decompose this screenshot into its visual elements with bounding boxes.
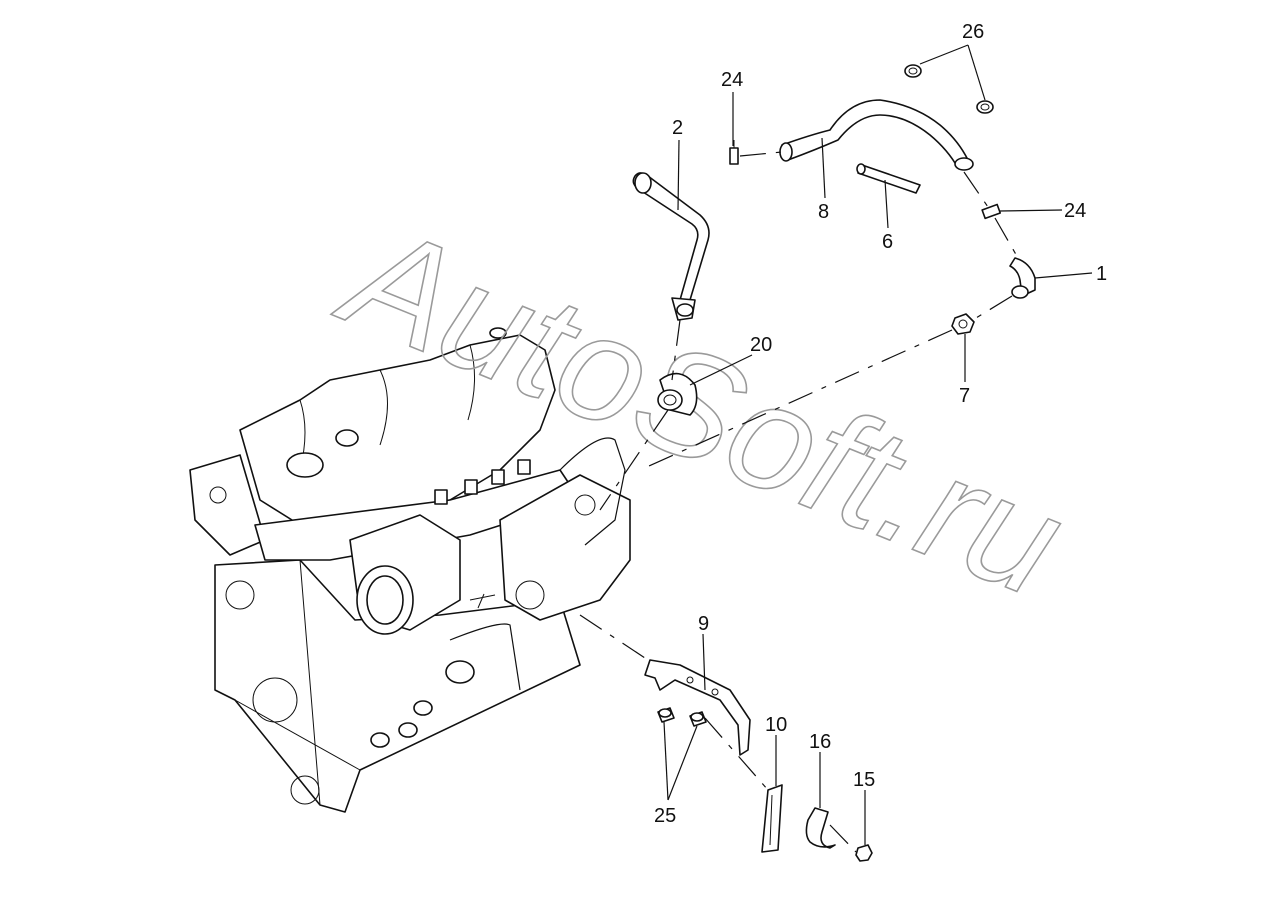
callout-1: 1 [1096,263,1107,285]
part-9-bracket [644,659,751,756]
callout-9: 9 [698,613,709,635]
engine-block [189,327,631,813]
callout-25: 25 [654,805,676,827]
part-24-clamp-upper [729,140,739,165]
part-20-banjo-fitting [657,372,698,416]
callout-24-upper: 24 [721,69,743,91]
part-25-bolts [657,707,707,727]
callout-8: 8 [818,201,829,223]
callout-20: 20 [750,334,772,356]
part-8-hose [779,99,974,171]
callout-16: 16 [809,731,831,753]
callout-labels: 1 2 6 7 8 9 10 15 16 20 24 24 25 26 [654,21,1107,827]
part-16-clip [805,807,836,849]
part-7-nut [951,313,975,335]
callout-2: 2 [672,117,683,139]
part-10-strap [761,784,783,853]
callout-24-lower: 24 [1064,200,1086,222]
callout-7: 7 [959,385,970,407]
part-24-clamp-lower [981,203,1002,220]
callout-15: 15 [853,769,875,791]
part-6-tube [856,163,921,194]
callout-10: 10 [765,714,787,736]
part-15-nut [855,844,873,862]
part-1-elbow [1009,257,1036,299]
callout-26: 26 [962,21,984,43]
leader-lines [579,44,1093,853]
callout-6: 6 [882,231,893,253]
part-2-fuel-pipe [632,172,710,321]
part-26-hose-clips [904,64,994,114]
